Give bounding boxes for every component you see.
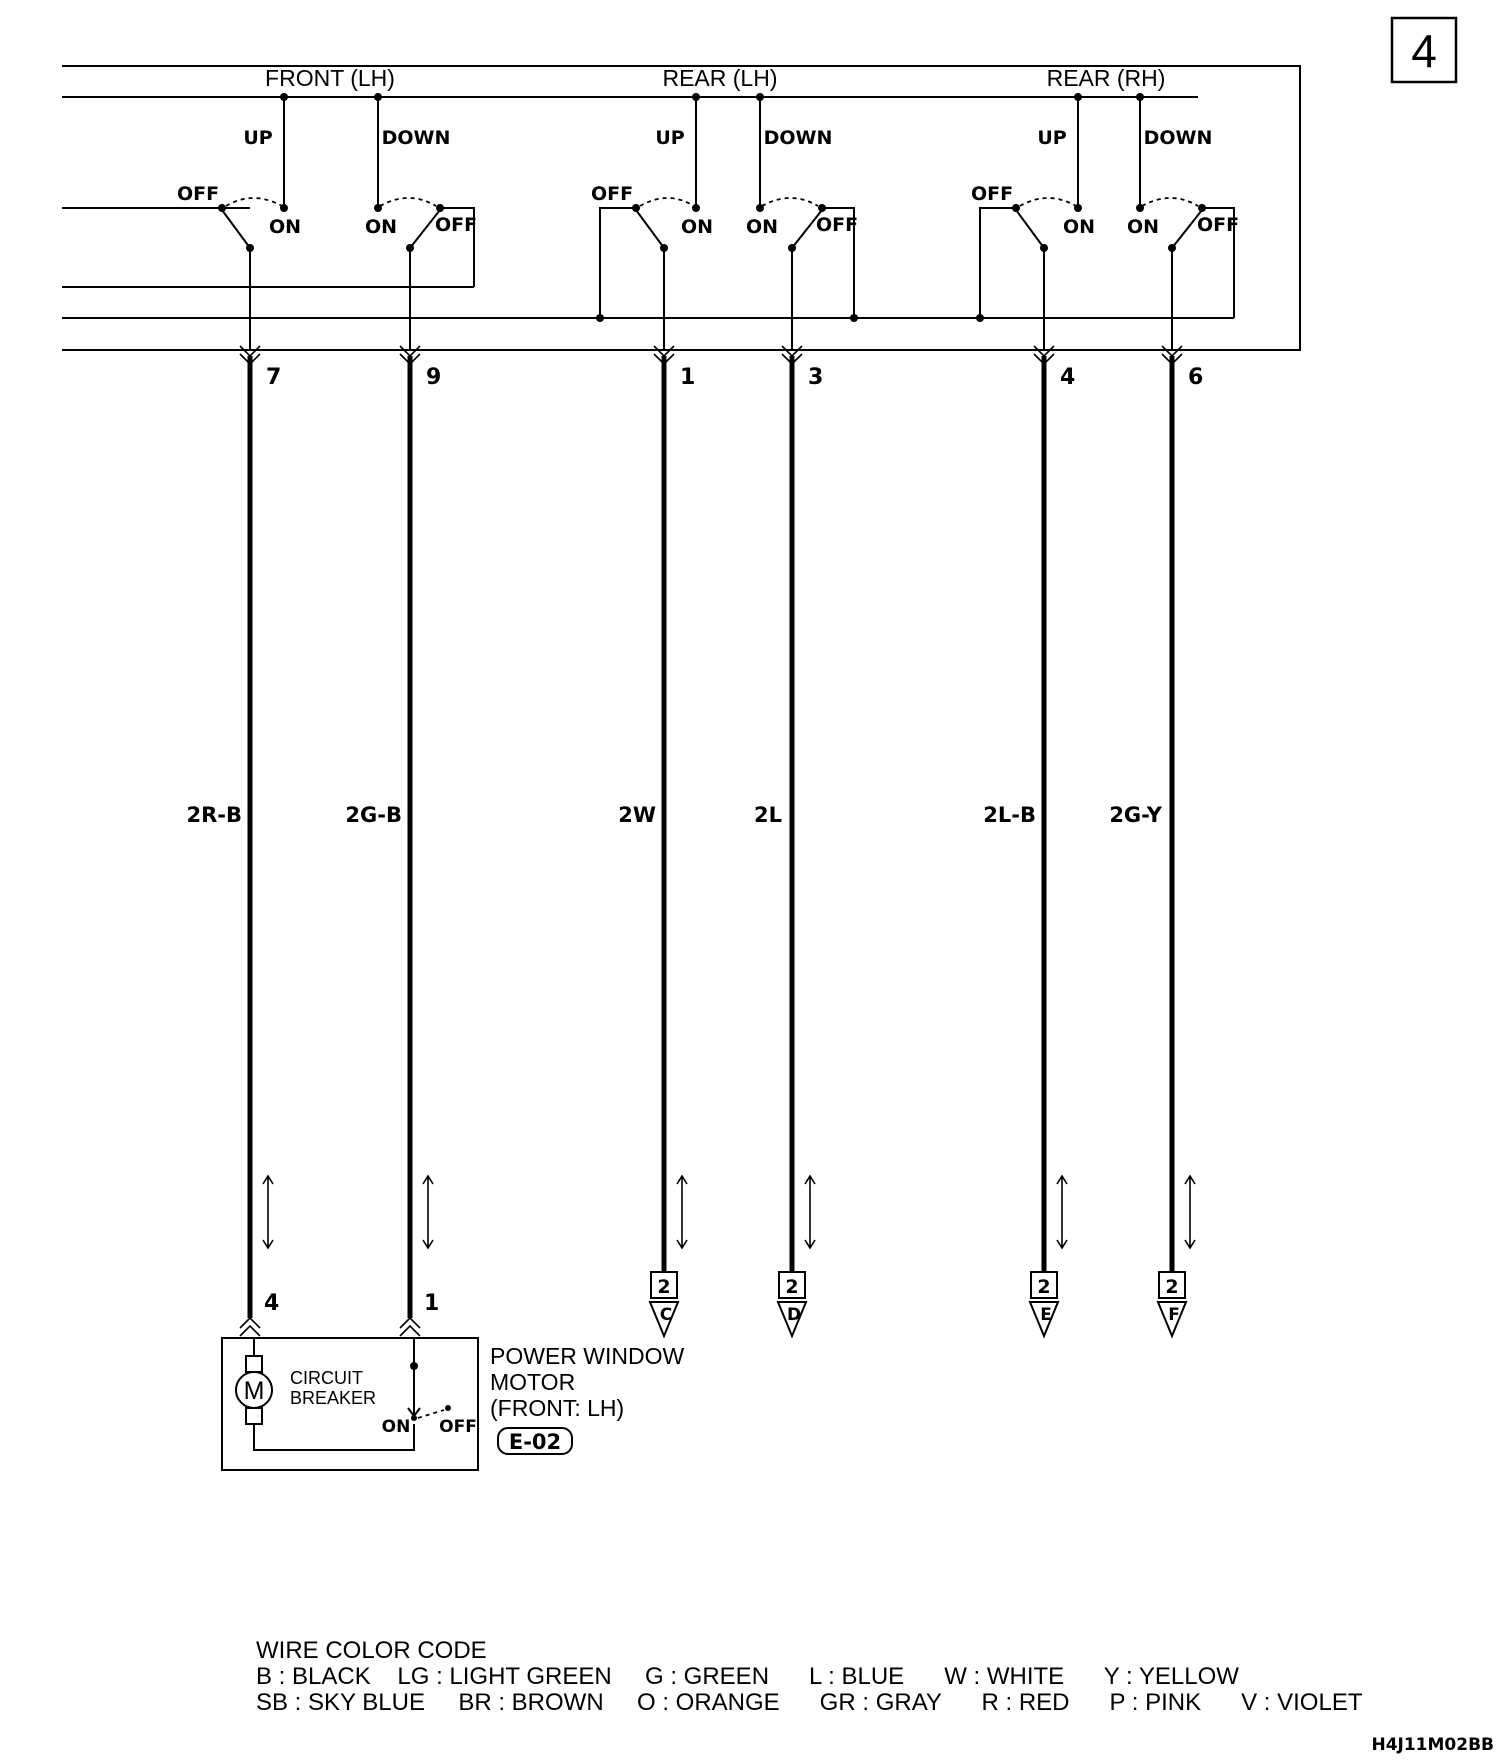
rear-rh-on-right-label: ON [1127,216,1159,238]
motor-name-line1: POWER WINDOW [490,1343,684,1369]
wire-pin3-color: 2L [754,803,782,827]
wire-pin9-color: 2G-B [345,803,402,827]
rear-rh-up-label: UP [1037,127,1066,149]
connector-2c-letter: C [660,1305,672,1325]
motor-connector-id: E-02 [509,1430,561,1454]
wire-pin6 [1156,345,1196,1339]
front-lh-off-right-label: OFF [435,214,477,236]
wire-pin9 [399,345,434,1337]
front-lh-on-right-label: ON [365,216,397,238]
circuit-breaker-on-label: ON [382,1417,411,1437]
front-lh-down-label: DOWN [382,127,451,149]
wire-pin9-end-pin: 1 [424,1291,439,1316]
group-title-rear-lh: REAR (LH) [662,65,777,91]
rear-lh-off-left-label: OFF [591,183,633,205]
wire-pin1-number: 1 [680,365,695,390]
figure-code: H4J11M02BB [1371,1735,1494,1755]
legend-title: WIRE COLOR CODE [256,1637,487,1664]
rear-lh-on-left-label: ON [681,216,713,238]
connector-2e-letter: E [1040,1305,1052,1325]
motor-name-line3: (FRONT: LH) [490,1395,624,1421]
connector-2f-number-box [1158,1271,1186,1299]
page-number: 4 [1411,25,1437,77]
wire-pin3-number: 3 [808,365,823,390]
connector-2f-letter: F [1168,1305,1180,1325]
circuit-breaker-label-2: BREAKER [290,1388,376,1408]
connector-2d-number: 2 [785,1276,798,1298]
group-title-front-lh: FRONT (LH) [265,65,395,91]
rear-rh-off-right-label: OFF [1197,214,1239,236]
rear-lh-up-label: UP [655,127,684,149]
rear-lh-on-right-label: ON [746,216,778,238]
front-lh-up-label: UP [243,127,272,149]
rear-lh-down-label: DOWN [764,127,833,149]
motor-symbol: M [244,1377,265,1405]
front-lh-on-left-label: ON [269,216,301,238]
motor-name-line2: MOTOR [490,1369,575,1395]
motor-connector-id-box [497,1427,573,1455]
group-title-rear-rh: REAR (RH) [1047,65,1166,91]
wire-pin7-end-pin: 4 [264,1291,279,1316]
rear-lh-off-right-label: OFF [816,214,858,236]
wire-pin4-color: 2L-B [983,803,1036,827]
connector-2f-number: 2 [1165,1276,1178,1298]
circuit-breaker-label-1: CIRCUIT [290,1368,363,1388]
connector-2c-number-box [650,1271,678,1299]
rear-rh-on-left-label: ON [1063,216,1095,238]
connector-2e-number: 2 [1037,1276,1050,1298]
switch-module-frame [62,65,1301,351]
rear-rh-off-left-label: OFF [971,183,1013,205]
connector-2c-number: 2 [657,1276,670,1298]
legend-row-2: SB : SKY BLUE BR : BROWN O : ORANGE GR :… [256,1689,1363,1716]
wire-pin1 [648,345,688,1339]
motor-housing [221,1337,479,1471]
wire-pin3 [776,345,816,1339]
connector-2d-letter: D [787,1305,801,1325]
power-window-motor [221,1337,479,1471]
wire-pin1-color: 2W [618,803,656,827]
front-lh-off-left-label: OFF [177,183,219,205]
rear-rh-down-label: DOWN [1144,127,1213,149]
wire-pin7 [239,345,274,1337]
wire-pin7-number: 7 [266,365,281,390]
page-number-box [1390,16,1458,84]
wire-pin4 [1028,345,1068,1339]
wire-pin9-number: 9 [426,365,441,390]
wire-pin6-color: 2G-Y [1109,803,1162,827]
wire-pin6-number: 6 [1188,365,1203,390]
wire-pin7-color: 2R-B [186,803,242,827]
switch-group-front-lh [218,93,475,350]
switch-group-rear-rh [979,93,1235,350]
connector-2d-number-box [778,1271,806,1299]
switch-group-rear-lh [599,93,855,350]
legend-row-1: B : BLACK LG : LIGHT GREEN G : GREEN L :… [256,1663,1239,1690]
wire-pin4-number: 4 [1060,365,1075,390]
circuit-breaker-off-label: OFF [439,1417,477,1437]
connector-2e-number-box [1030,1271,1058,1299]
